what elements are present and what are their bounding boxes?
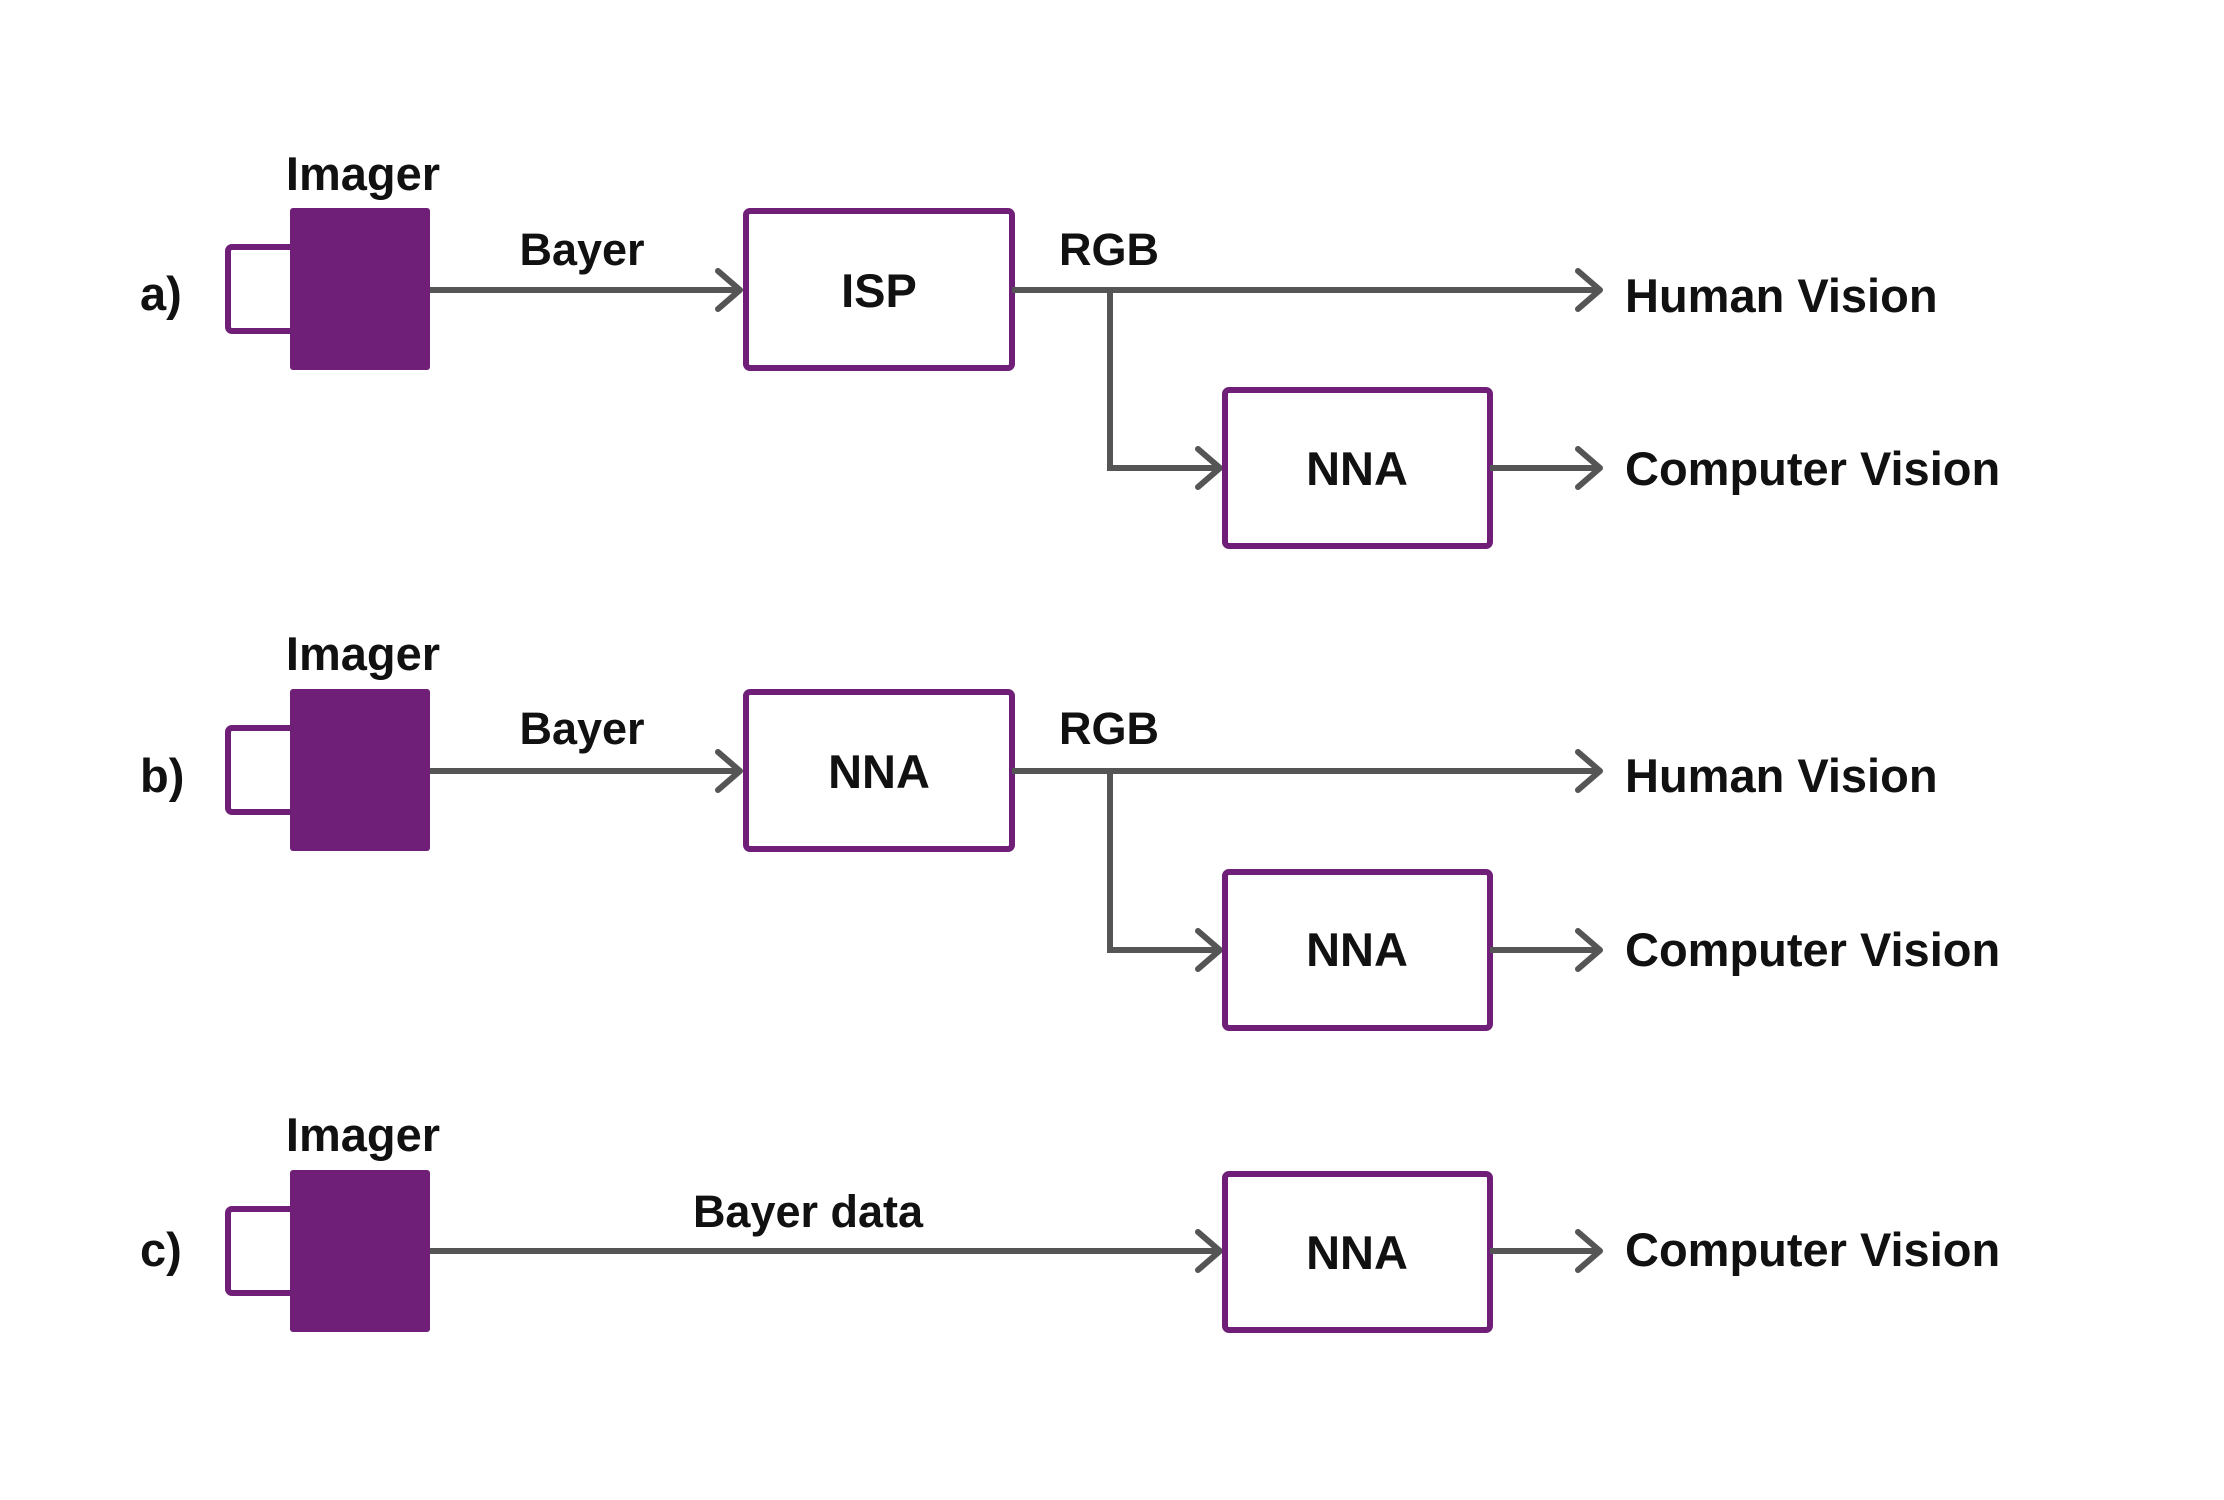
row-b-rgb-label: RGB [1059,703,1159,754]
row-c: c) Imager Bayer data NNA Computer Vision [140,1108,2000,1333]
row-b: b) Imager Bayer NNA RGB Human Vision NNA… [140,627,2000,1031]
row-b-imager-label: Imager [286,627,440,680]
row-b-bayer-label: Bayer [519,703,644,754]
row-a-rgb-label: RGB [1059,224,1159,275]
row-a: a) Imager Bayer ISP RGB Human Vision NNA… [140,147,2000,549]
row-a-branch-wire [1107,290,1218,471]
row-b-nna-label-2: NNA [1306,923,1408,976]
row-b-human-vision: Human Vision [1625,749,1938,802]
row-c-camera-icon [225,1170,430,1332]
row-c-computer-vision: Computer Vision [1625,1223,2000,1276]
row-a-camera-icon [225,208,430,370]
row-a-isp-label: ISP [841,264,917,317]
row-b-nna-box-1: NNA [743,689,1015,852]
row-a-tag: a) [140,267,182,320]
row-b-branch-wire [1107,771,1218,953]
row-b-camera-icon [225,689,430,851]
row-b-tag: b) [140,749,184,802]
row-a-isp-box: ISP [743,208,1015,371]
row-c-imager-label: Imager [286,1108,440,1161]
row-a-imager-label: Imager [286,147,440,200]
row-c-tag: c) [140,1223,182,1276]
row-c-nna-box: NNA [1222,1171,1493,1333]
row-a-nna-box: NNA [1222,387,1493,549]
row-a-bayer-label: Bayer [519,224,644,275]
row-a-nna-label: NNA [1306,442,1408,495]
row-a-computer-vision: Computer Vision [1625,442,2000,495]
row-c-nna-label: NNA [1306,1226,1408,1279]
row-b-computer-vision: Computer Vision [1625,923,2000,976]
row-a-human-vision: Human Vision [1625,269,1938,322]
row-b-nna-box-2: NNA [1222,869,1493,1031]
row-c-bayer-data-label: Bayer data [693,1186,924,1237]
row-b-nna-label-1: NNA [828,745,930,798]
